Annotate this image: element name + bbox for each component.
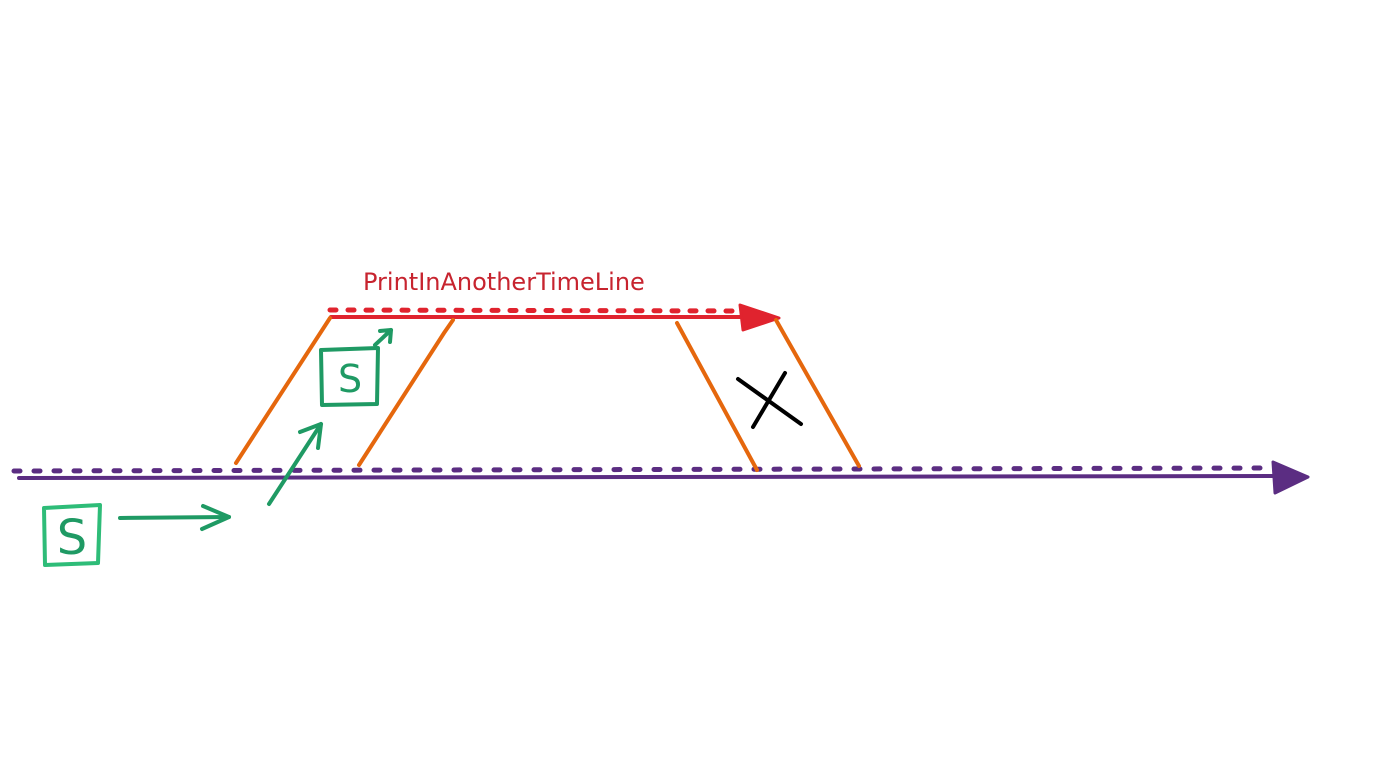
alt-timeline-dotted-line — [327, 307, 743, 314]
branch-out-inner-line — [357, 318, 455, 467]
alt-timeline — [327, 303, 781, 332]
cross-mark-icon — [736, 371, 803, 429]
main-timeline-arrowhead — [1271, 460, 1310, 495]
branch-return — [675, 318, 861, 472]
branch-return-inner-line — [675, 321, 759, 472]
branch-return-outer-line — [774, 318, 861, 468]
token-branch-arrow — [267, 422, 323, 506]
branch-out — [234, 316, 455, 467]
main-timeline — [11, 460, 1310, 495]
token-up-arrow — [373, 328, 393, 347]
token-small-letter: S — [338, 357, 362, 401]
token-large: S — [42, 503, 102, 567]
main-timeline-line — [17, 474, 1287, 480]
token-small: S — [319, 346, 380, 407]
token-small-box — [319, 346, 380, 407]
token-large-box — [42, 503, 102, 567]
alt-timeline-label: PrintInAnotherTimeLine — [363, 268, 645, 296]
alt-timeline-arrowhead — [738, 303, 781, 332]
branch-out-outer-line — [234, 316, 332, 465]
token-large-letter: S — [57, 510, 87, 566]
token-move-arrow — [118, 504, 231, 531]
main-timeline-dotted-line — [11, 465, 1275, 474]
